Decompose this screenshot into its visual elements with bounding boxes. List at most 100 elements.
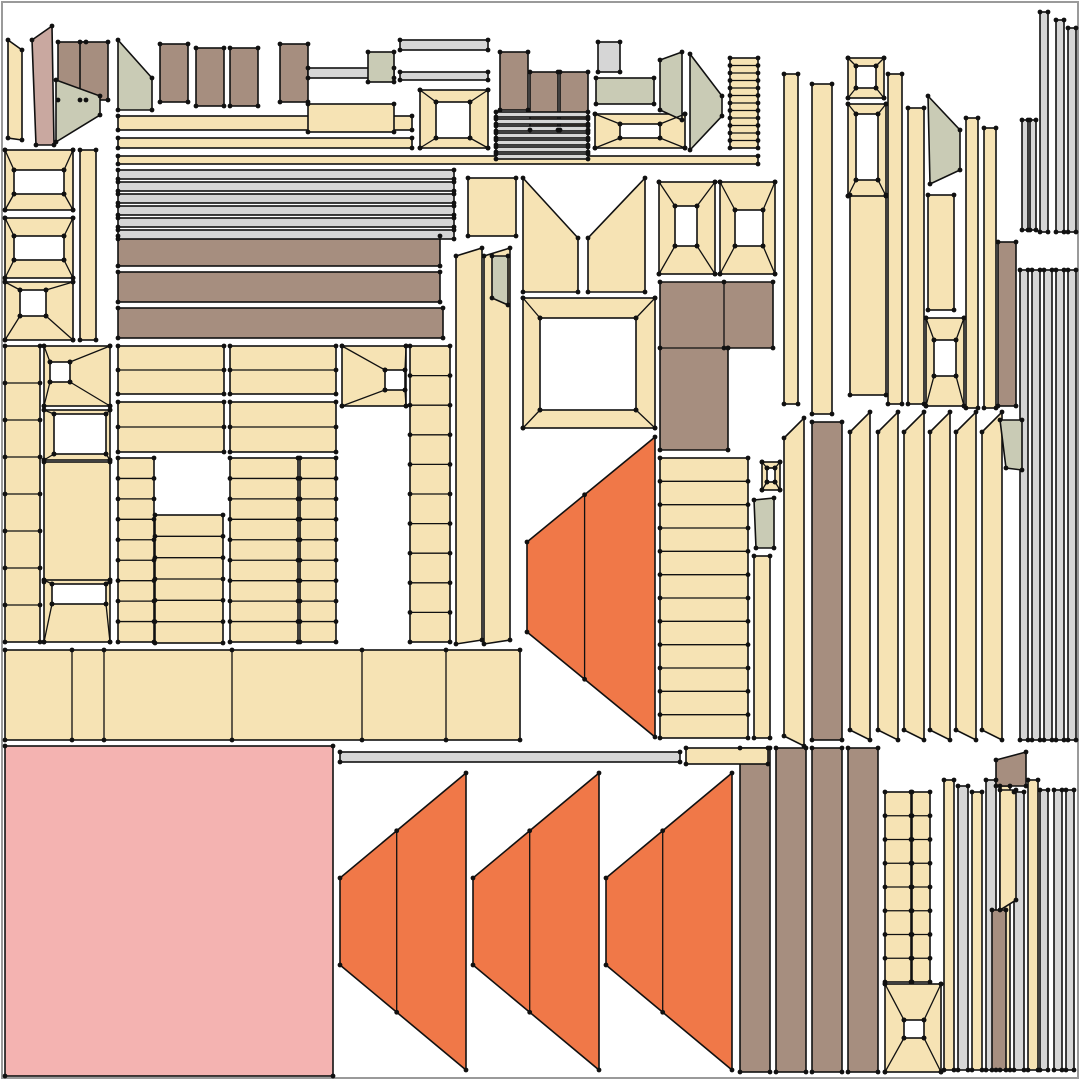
- uv-vertex: [905, 105, 911, 111]
- uv-seam: [63, 217, 74, 237]
- uv-vertex: [927, 789, 933, 795]
- uv-vertex: [493, 156, 499, 162]
- uv-vertex: [402, 387, 408, 393]
- uv-vertex: [745, 665, 751, 671]
- uv-vertex: [909, 932, 915, 937]
- uv-vertex: [493, 130, 499, 136]
- uv-vertex: [909, 860, 915, 866]
- uv-vertex: [520, 289, 526, 295]
- uv-vertex: [451, 191, 457, 197]
- pink-panel: [4, 745, 334, 1077]
- uv-island-17: [811, 747, 843, 1073]
- uv-vertex: [330, 743, 336, 749]
- uv-vertex: [938, 981, 944, 987]
- uv-vertex: [1021, 1067, 1027, 1073]
- uv-vertex: [909, 884, 915, 890]
- uv-vertex: [333, 399, 339, 405]
- uv-vertex: [882, 860, 888, 866]
- uv-seam: [4, 281, 21, 291]
- uv-vertex: [596, 770, 602, 776]
- uv-vertex: [115, 179, 121, 185]
- uv-vertex: [333, 449, 339, 455]
- uv-vertex: [489, 295, 495, 301]
- uv-vertex: [447, 462, 453, 467]
- uv-seam: [45, 315, 74, 341]
- uv-vertex: [105, 39, 111, 45]
- uv-vertex: [983, 1067, 989, 1073]
- uv-vertex: [755, 63, 761, 68]
- uv-vertex: [839, 1069, 845, 1075]
- uv-vertex: [297, 578, 303, 584]
- uv-vertex: [953, 727, 959, 733]
- uv-vertex: [470, 962, 476, 968]
- uv-vertex: [657, 548, 663, 554]
- uv-vertex: [227, 367, 233, 373]
- uv-vertex: [220, 640, 226, 646]
- uv-vertex: [1025, 267, 1031, 273]
- uv-vertex: [37, 454, 43, 460]
- uv-vertex: [951, 1067, 957, 1073]
- uv-vertex: [727, 145, 733, 151]
- uv-vertex: [905, 401, 911, 407]
- uv-vertex: [875, 1069, 881, 1075]
- uv-vertex: [1063, 787, 1069, 793]
- uv-vertex: [883, 392, 889, 398]
- uv-vertex: [729, 770, 735, 776]
- uv-vertex: [845, 745, 851, 751]
- uv-vertex: [77, 39, 83, 45]
- uv-vertex: [37, 602, 43, 608]
- uv-vertex: [953, 429, 959, 435]
- uv-vertex: [333, 367, 339, 373]
- uv-vertex: [657, 121, 663, 127]
- uv-vertex: [875, 727, 881, 733]
- uv-vertex: [69, 737, 75, 743]
- uv-vertex: [847, 429, 853, 435]
- uv-vertex: [407, 639, 413, 645]
- uv-vertex: [227, 496, 233, 502]
- uv-vertex: [719, 93, 725, 99]
- uv-vertex: [391, 65, 397, 71]
- uv-vertex: [365, 79, 371, 85]
- uv-vertex: [11, 233, 17, 239]
- uv-vertex: [70, 215, 76, 221]
- uv-vertex: [5, 37, 11, 43]
- uv-vertex: [41, 639, 47, 645]
- uv-vertex: [657, 642, 663, 648]
- uv-vertex: [333, 476, 339, 481]
- uv-vertex: [951, 777, 957, 783]
- uv-seam: [658, 245, 676, 275]
- uv-vertex: [333, 516, 339, 522]
- uv-vertex: [37, 491, 43, 497]
- uv-vertex: [921, 1035, 927, 1041]
- uv-vertex: [925, 192, 931, 198]
- uv-island-94: [399, 39, 489, 51]
- uv-vertex: [1013, 239, 1019, 245]
- uv-vertex: [993, 1067, 999, 1073]
- uv-vertex: [809, 745, 815, 751]
- uv-vertex: [672, 203, 678, 209]
- uv-vertex: [115, 619, 121, 624]
- uv-vertex: [839, 745, 845, 751]
- uv-vertex: [981, 405, 987, 411]
- uv-vertex: [657, 447, 663, 453]
- uv-vertex: [927, 181, 933, 187]
- uv-vertex: [1051, 787, 1057, 793]
- uv-vertex: [755, 100, 761, 106]
- uv-vertex: [652, 734, 658, 740]
- uv-island-hole: [619, 123, 661, 139]
- uv-vertex: [677, 759, 683, 765]
- uv-island-99: [495, 139, 589, 146]
- uv-vertex: [745, 455, 751, 461]
- uv-vertex: [927, 837, 933, 842]
- uv-vertex: [115, 391, 121, 397]
- uv-vertex: [417, 87, 423, 93]
- uv-seam: [522, 409, 541, 429]
- uv-vertex: [777, 487, 783, 493]
- uv-vertex: [403, 343, 409, 349]
- uv-seam: [43, 603, 53, 643]
- uv-vertex: [656, 271, 662, 277]
- uv-seam: [635, 409, 656, 429]
- uv-island-128: [1067, 27, 1077, 233]
- uv-vertex: [513, 233, 519, 239]
- uv-vertex: [582, 676, 587, 682]
